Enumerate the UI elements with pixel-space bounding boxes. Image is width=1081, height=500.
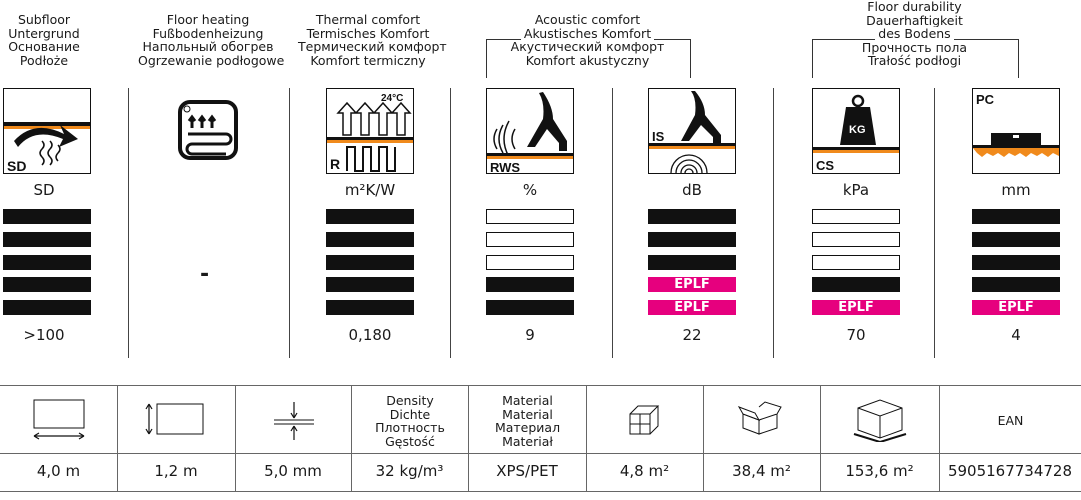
sd-icon: SD <box>3 88 91 174</box>
svg-text:R: R <box>330 156 340 172</box>
value-area-pack: 4,8 m² <box>619 462 670 480</box>
pc-icon: PC <box>972 88 1060 174</box>
width-icon <box>143 400 207 444</box>
table-cell-separator <box>235 385 236 492</box>
rating-bar-rws-4 <box>486 277 574 292</box>
value-rws: 9 <box>525 326 535 344</box>
svg-text:SD: SD <box>7 158 26 173</box>
rws-icon: RWS <box>486 88 574 174</box>
rating-bar-rws-5 <box>486 300 574 315</box>
column-separator <box>289 88 290 358</box>
value-density: 32 kg/m³ <box>375 462 444 480</box>
rating-bar-thermal-2 <box>326 232 414 247</box>
rating-bar-is-2 <box>648 232 736 247</box>
cs-icon: KG CS <box>812 88 900 174</box>
floor-heating-value: - <box>200 262 210 287</box>
rating-bar-rws-3 <box>486 255 574 270</box>
table-top-border <box>0 385 1081 386</box>
unit-cs: kPa <box>842 181 870 199</box>
rating-bar-pc-2 <box>972 232 1060 247</box>
unit-thermal: m²K/W <box>344 181 396 199</box>
pallet-icon <box>852 398 908 446</box>
column-separator <box>934 88 935 358</box>
value-ean: 5905167734728 <box>947 462 1073 480</box>
rating-bar-rws-2 <box>486 232 574 247</box>
column-separator <box>612 88 613 358</box>
rating-bar-cs-3 <box>812 255 900 270</box>
rating-bar-sd-5 <box>3 300 91 315</box>
rating-bar-cs-5: EPLF <box>812 300 900 315</box>
ean-label: EAN <box>997 413 1024 428</box>
value-width: 1,2 m <box>154 462 198 480</box>
rating-bar-thermal-1 <box>326 209 414 224</box>
value-area-box: 38,4 m² <box>732 462 791 480</box>
unit-rws: % <box>522 181 538 199</box>
value-thermal: 0,180 <box>348 326 392 344</box>
table-cell-separator <box>468 385 469 492</box>
rating-bar-is-4: EPLF <box>648 277 736 292</box>
value-pc: 4 <box>1011 326 1021 344</box>
unit-pc: mm <box>1001 181 1031 199</box>
density-label: Density Dichte Плотность Gęstość <box>375 393 445 449</box>
table-cell-separator <box>586 385 587 492</box>
svg-text:PC: PC <box>976 92 995 107</box>
header-floor-heating: Floor heating Fußbodenheizung Напольный … <box>138 12 285 68</box>
rating-bar-cs-4 <box>812 277 900 292</box>
table-cell-separator <box>703 385 704 492</box>
length-icon <box>30 398 90 446</box>
value-material: XPS/PET <box>496 462 558 480</box>
rating-bar-sd-4 <box>3 277 91 292</box>
unit-is: dB <box>682 181 702 199</box>
value-thickness: 5,0 mm <box>264 462 322 480</box>
rating-bar-is-3 <box>648 255 736 270</box>
table-bottom-border <box>0 491 1081 492</box>
svg-text:RWS: RWS <box>490 160 520 173</box>
thickness-icon <box>272 400 316 444</box>
rating-bar-pc-3 <box>972 255 1060 270</box>
column-separator <box>773 88 774 358</box>
box-icon <box>737 400 783 440</box>
material-label: Material Material Материал Materiał <box>494 393 561 449</box>
rating-bar-sd-2 <box>3 232 91 247</box>
table-cell-separator <box>820 385 821 492</box>
value-cs: 70 <box>846 326 866 344</box>
rating-bar-pc-5: EPLF <box>972 300 1060 315</box>
rating-bar-thermal-3 <box>326 255 414 270</box>
value-is: 22 <box>682 326 702 344</box>
value-sd: >100 <box>23 326 65 344</box>
column-separator <box>450 88 451 358</box>
column-separator <box>128 88 129 358</box>
table-cell-separator <box>351 385 352 492</box>
rating-bar-is-1 <box>648 209 736 224</box>
header-acoustic-comfort: Acoustic comfort Akustisches Komfort Аку… <box>510 12 665 68</box>
rating-bar-pc-1 <box>972 209 1060 224</box>
value-length: 4,0 m <box>36 462 81 480</box>
value-area-pallet: 153,6 m² <box>845 462 914 480</box>
rating-bar-pc-4 <box>972 277 1060 292</box>
header-floor-durability: Floor durability Dauerhaftigkeit des Bod… <box>861 0 968 68</box>
pack-area-icon <box>628 402 662 440</box>
thermal-r-icon: 24°C R <box>326 88 414 174</box>
rating-bar-thermal-4 <box>326 277 414 292</box>
svg-text:24°C: 24°C <box>381 93 403 104</box>
table-mid-border <box>0 453 1081 454</box>
svg-text:IS: IS <box>652 129 665 144</box>
svg-text:CS: CS <box>816 158 834 173</box>
table-cell-separator <box>939 385 940 492</box>
header-subfloor: Subfloor Untergrund Основание Podłoże <box>8 12 80 68</box>
svg-text:KG: KG <box>849 124 866 136</box>
rating-bar-thermal-5 <box>326 300 414 315</box>
rating-bar-cs-2 <box>812 232 900 247</box>
rating-bar-sd-3 <box>3 255 91 270</box>
rating-bar-rws-1 <box>486 209 574 224</box>
floor-heating-icon <box>178 100 238 160</box>
table-cell-separator <box>117 385 118 492</box>
rating-bar-is-5: EPLF <box>648 300 736 315</box>
is-icon: IS <box>648 88 736 174</box>
rating-bar-sd-1 <box>3 209 91 224</box>
unit-sd: SD <box>33 181 55 199</box>
header-thermal-comfort: Thermal comfort Termisches Komfort Терми… <box>298 12 447 68</box>
rating-bar-cs-1 <box>812 209 900 224</box>
